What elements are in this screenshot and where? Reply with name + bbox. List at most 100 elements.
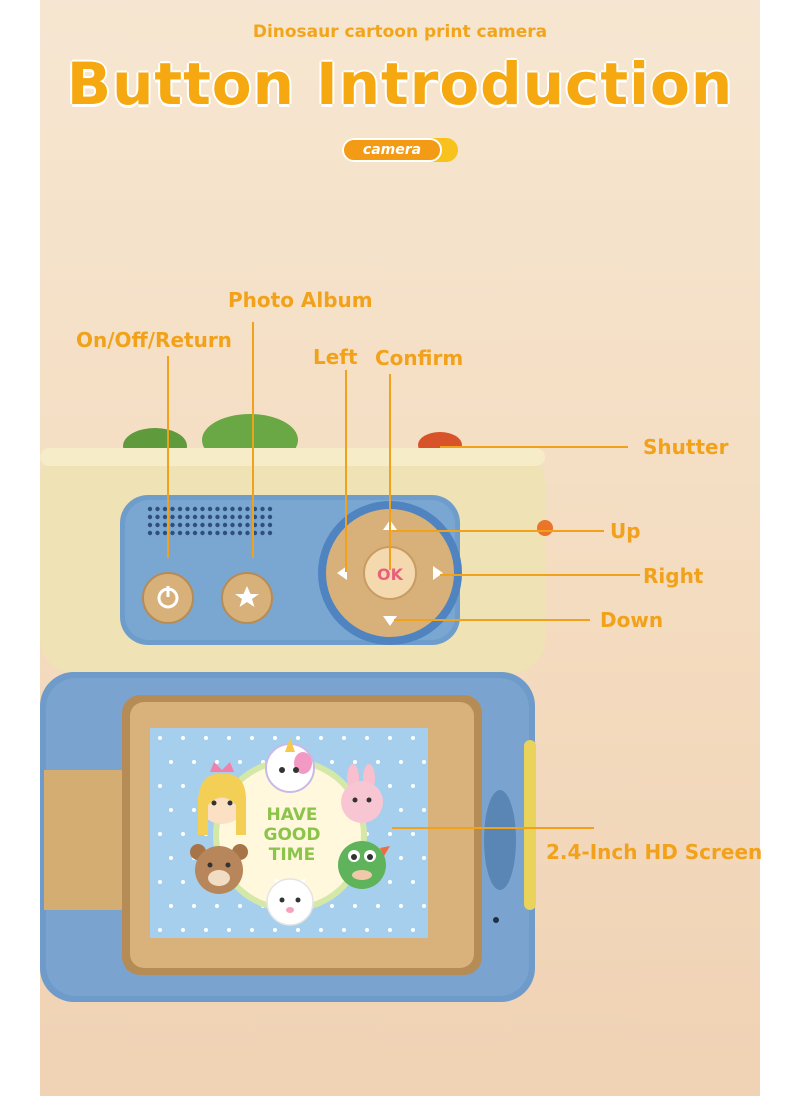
grille-hole [177, 530, 183, 536]
label-on-off-return: On/Off/Return [76, 328, 232, 352]
grille-hole [170, 514, 175, 520]
callout-line-confirm [389, 374, 391, 570]
callout-line-power [167, 356, 169, 558]
screen-dot [192, 808, 196, 812]
screen-dot [399, 904, 403, 908]
grille-hole [177, 506, 183, 512]
grille-hole [245, 514, 250, 520]
screen-dot [181, 736, 185, 740]
screen-dot [411, 784, 415, 788]
screen-dot [158, 832, 162, 836]
screen-dot [365, 928, 369, 932]
screen-text-line-1: HAVE [267, 805, 318, 825]
category-badge: camera [342, 138, 458, 162]
grille-hole [170, 522, 175, 528]
grille-hole [222, 530, 228, 536]
grille-hole [155, 506, 160, 512]
callout-line-shutter [440, 446, 628, 448]
side-strip [524, 740, 536, 910]
callout-line-screen [392, 827, 594, 829]
screen-dot [399, 808, 403, 812]
screen-dot [192, 904, 196, 908]
grille-hole [200, 506, 205, 512]
screen-dot [250, 928, 254, 932]
grille-hole [162, 530, 168, 536]
screen-dot [388, 736, 392, 740]
label-down: Down [600, 608, 664, 632]
grille-hole [215, 514, 220, 520]
grille-hole [222, 522, 228, 528]
camera-top-highlight [40, 448, 545, 466]
unicorn-face-icon [265, 738, 315, 793]
grille-hole [215, 522, 220, 528]
screen-text-line-2: GOOD [264, 825, 321, 845]
grille-hole [177, 522, 183, 528]
grille-hole [207, 530, 213, 536]
screen-dot [169, 760, 173, 764]
callout-line-left [345, 370, 347, 572]
screen-dot [158, 736, 162, 740]
grille-hole [230, 506, 235, 512]
screen-dot [365, 736, 369, 740]
screen-dot [422, 808, 426, 812]
screen-dot [411, 880, 415, 884]
grille-hole [245, 522, 250, 528]
screen-dot [388, 928, 392, 932]
grille-hole [162, 522, 168, 528]
label-right: Right [643, 564, 704, 588]
screen-dot [399, 760, 403, 764]
ok-button-label: OK [377, 565, 404, 584]
grille-hole [260, 506, 265, 512]
grille-hole [155, 514, 160, 520]
grille-hole [185, 530, 190, 536]
side-indicator [537, 520, 553, 536]
screen-dot [169, 808, 173, 812]
grille-hole [267, 522, 273, 528]
screen-dot [238, 904, 242, 908]
screen-dot [376, 760, 380, 764]
screen-dot [399, 856, 403, 860]
grille-hole [245, 506, 250, 512]
cat-face-icon [266, 878, 314, 926]
grille-hole [155, 530, 160, 536]
screen-dot [376, 904, 380, 908]
grille-hole [192, 530, 198, 536]
grille-hole [162, 514, 168, 520]
callout-line-right [440, 574, 640, 576]
page-title: Button Introduction [66, 50, 734, 118]
grille-hole [237, 506, 243, 512]
label-confirm: Confirm [375, 346, 464, 370]
grille-hole [192, 522, 198, 528]
grille-hole [177, 514, 183, 520]
screen-dot [215, 904, 219, 908]
grille-hole [222, 514, 228, 520]
label-screen: 2.4-Inch HD Screen [546, 840, 763, 864]
page-subtitle: Dinosaur cartoon print camera [252, 22, 548, 42]
label-up: Up [610, 519, 641, 543]
callout-line-down [394, 619, 590, 621]
right-arrow-icon [433, 566, 443, 580]
grille-hole [237, 530, 243, 536]
screen-dot [227, 928, 231, 932]
screen-dot [388, 784, 392, 788]
screen-dot [353, 760, 357, 764]
grille-hole [147, 522, 153, 528]
screen-dot [342, 736, 346, 740]
screen-dot [422, 760, 426, 764]
screen-dot [330, 904, 334, 908]
grille-hole [260, 530, 265, 536]
label-shutter: Shutter [643, 435, 729, 459]
screen-dot [296, 736, 300, 740]
bunny-face-icon [341, 764, 383, 823]
screen-dot [181, 784, 185, 788]
princess-face-icon [198, 762, 246, 835]
grille-hole [207, 506, 213, 512]
grille-hole [192, 514, 198, 520]
grille-hole [230, 514, 235, 520]
grille-hole [155, 522, 160, 528]
screen-dot [330, 760, 334, 764]
screen-dot [319, 928, 323, 932]
screen-dot [215, 760, 219, 764]
screen-dot [273, 928, 277, 932]
screen-dot [411, 928, 415, 932]
